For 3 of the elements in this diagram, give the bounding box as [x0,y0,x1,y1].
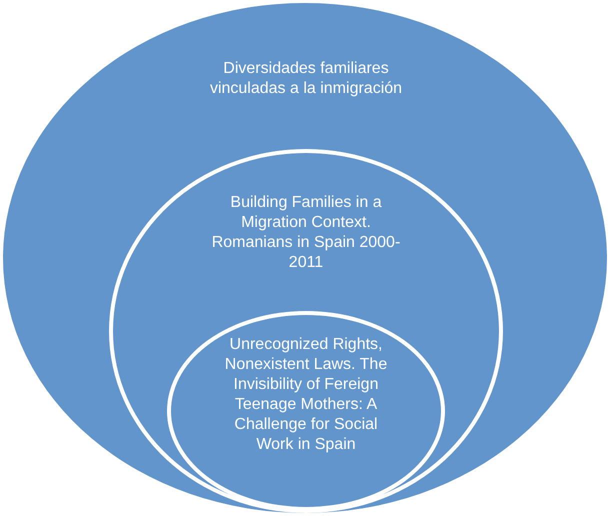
ellipse-label: Diversidades familiares vinculadas a la inmigración [208,59,404,99]
ellipse-label: Unrecognized Rights, Nonexistent Laws. The Invisibility of Fereign Teenage Mothers: A Challenge for Social Work in Spain [224,335,388,455]
ellipse-label: Building Families in a Migration Context. Romanians in Spain 2000-2011 [210,193,402,273]
